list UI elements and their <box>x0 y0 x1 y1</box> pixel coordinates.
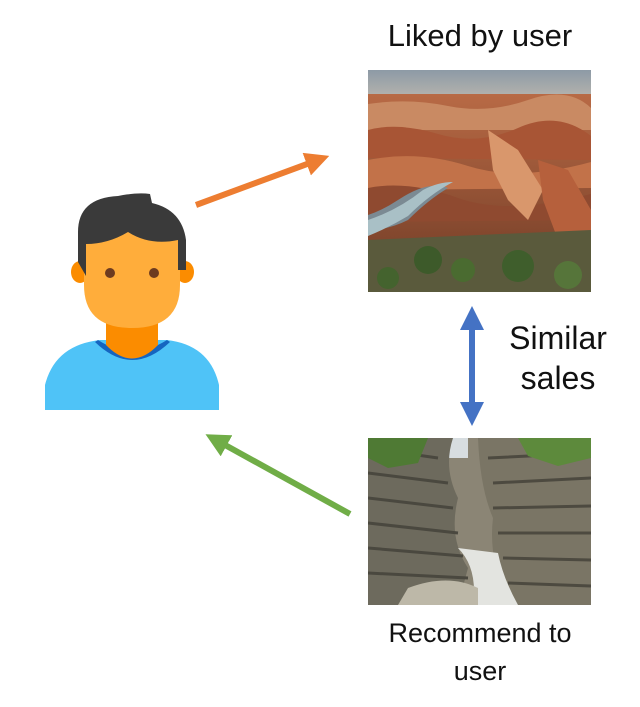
avatar-hair <box>78 193 186 276</box>
avatar-eye-right <box>149 268 159 278</box>
avatar-collar <box>95 340 170 360</box>
orange-arrow <box>194 152 330 208</box>
recommend-to-user-label: Recommend to user <box>360 614 600 690</box>
similar-line-2: sales <box>520 360 596 396</box>
avatar-eye-left <box>105 268 115 278</box>
similar-sales-label: Similar sales <box>488 318 628 398</box>
canyon-photo <box>368 70 591 292</box>
avatar-shirt <box>45 340 219 410</box>
recommend-line-1: Recommend to <box>388 618 572 648</box>
similar-line-1: Similar <box>509 320 607 356</box>
green-arrow <box>205 434 352 517</box>
gorge-photo <box>368 438 591 605</box>
recommend-line-2: user <box>453 656 507 686</box>
liked-by-user-label: Liked by user <box>387 18 573 53</box>
avatar-face <box>84 230 180 328</box>
